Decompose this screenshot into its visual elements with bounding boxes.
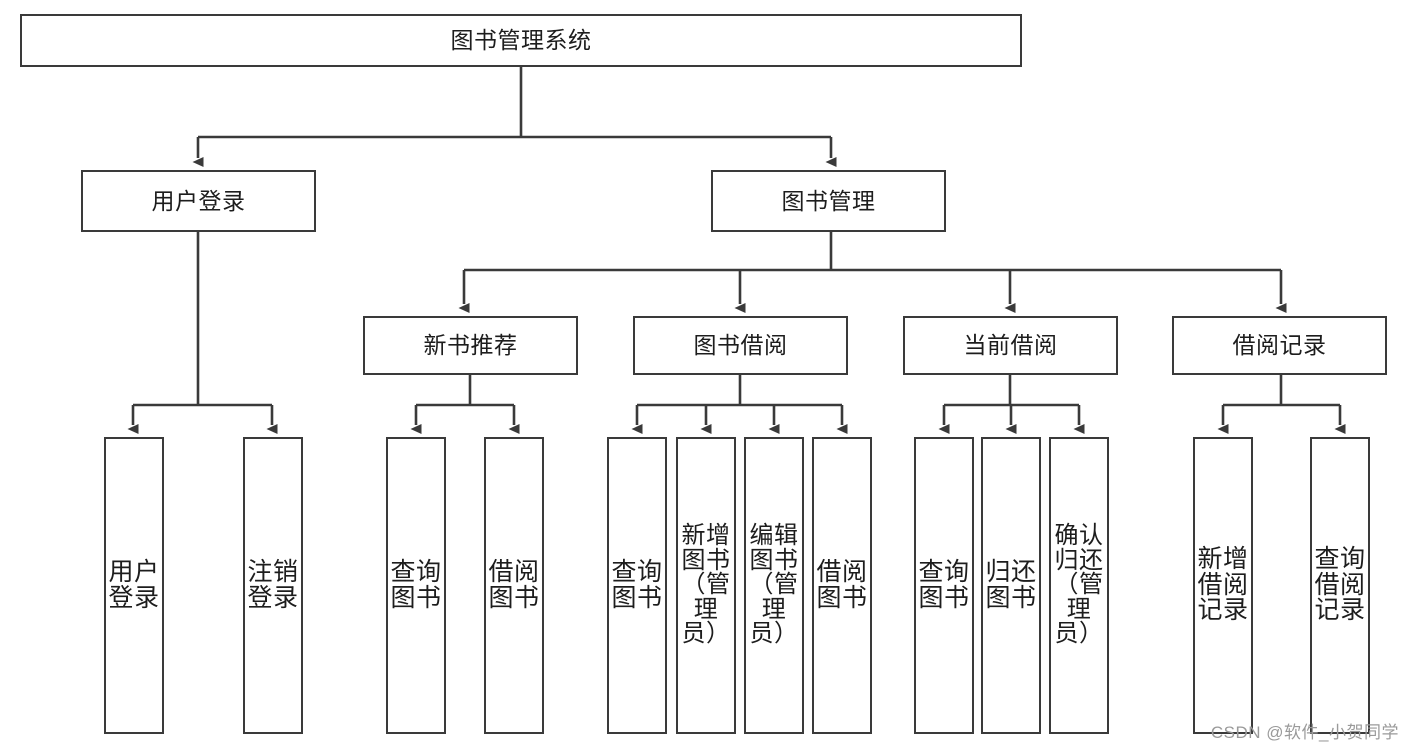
node-leaf-query-book-1[interactable]: 查询图书 xyxy=(386,437,446,734)
node-leaf-borrow-book-1-label: 借阅图书 xyxy=(488,558,540,612)
node-root-label: 图书管理系统 xyxy=(450,27,592,54)
node-user-login[interactable]: 用户登录 xyxy=(81,170,316,232)
node-leaf-query-book-3[interactable]: 查询图书 xyxy=(914,437,974,734)
node-leaf-query-book-2-label: 查询图书 xyxy=(611,558,663,612)
node-leaf-confirm-return-label: 确认归还（管理员） xyxy=(1054,522,1104,648)
node-leaf-confirm-return[interactable]: 确认归还（管理员） xyxy=(1049,437,1109,734)
node-leaf-add-record[interactable]: 新增借阅记录 xyxy=(1193,437,1253,734)
node-leaf-user-logout[interactable]: 注销登录 xyxy=(243,437,303,734)
node-leaf-query-record-label: 查询借阅记录 xyxy=(1314,545,1366,625)
node-leaf-add-book-label: 新增图书（管理员） xyxy=(681,522,731,648)
node-leaf-add-record-label: 新增借阅记录 xyxy=(1197,545,1249,625)
node-book-borrow[interactable]: 图书借阅 xyxy=(633,316,848,375)
node-leaf-query-book-2[interactable]: 查询图书 xyxy=(607,437,667,734)
node-leaf-edit-book[interactable]: 编辑图书（管理员） xyxy=(744,437,804,734)
node-leaf-query-record[interactable]: 查询借阅记录 xyxy=(1310,437,1370,734)
node-user-login-label: 用户登录 xyxy=(151,187,246,214)
node-leaf-add-book[interactable]: 新增图书（管理员） xyxy=(676,437,736,734)
node-new-book-recommend[interactable]: 新书推荐 xyxy=(363,316,578,375)
node-leaf-return-book-label: 归还图书 xyxy=(985,558,1037,612)
node-leaf-borrow-book-2[interactable]: 借阅图书 xyxy=(812,437,872,734)
node-leaf-borrow-book-1[interactable]: 借阅图书 xyxy=(484,437,544,734)
node-leaf-borrow-book-2-label: 借阅图书 xyxy=(816,558,868,612)
node-leaf-user-login[interactable]: 用户登录 xyxy=(104,437,164,734)
node-leaf-user-login-label: 用户登录 xyxy=(108,558,160,612)
node-borrow-record[interactable]: 借阅记录 xyxy=(1172,316,1387,375)
node-leaf-return-book[interactable]: 归还图书 xyxy=(981,437,1041,734)
node-book-manage[interactable]: 图书管理 xyxy=(711,170,946,232)
node-borrow-record-label: 借阅记录 xyxy=(1232,332,1327,359)
node-new-book-recommend-label: 新书推荐 xyxy=(423,332,518,359)
node-current-borrow-label: 当前借阅 xyxy=(963,332,1058,359)
node-leaf-query-book-1-label: 查询图书 xyxy=(390,558,442,612)
node-leaf-edit-book-label: 编辑图书（管理员） xyxy=(749,522,799,648)
node-leaf-query-book-3-label: 查询图书 xyxy=(918,558,970,612)
csdn-watermark: CSDN @软件_小贺同学 xyxy=(1210,723,1399,742)
node-current-borrow[interactable]: 当前借阅 xyxy=(903,316,1118,375)
node-book-borrow-label: 图书借阅 xyxy=(693,332,788,359)
node-root[interactable]: 图书管理系统 xyxy=(20,14,1022,67)
node-book-manage-label: 图书管理 xyxy=(781,187,876,214)
node-leaf-user-logout-label: 注销登录 xyxy=(247,558,299,612)
